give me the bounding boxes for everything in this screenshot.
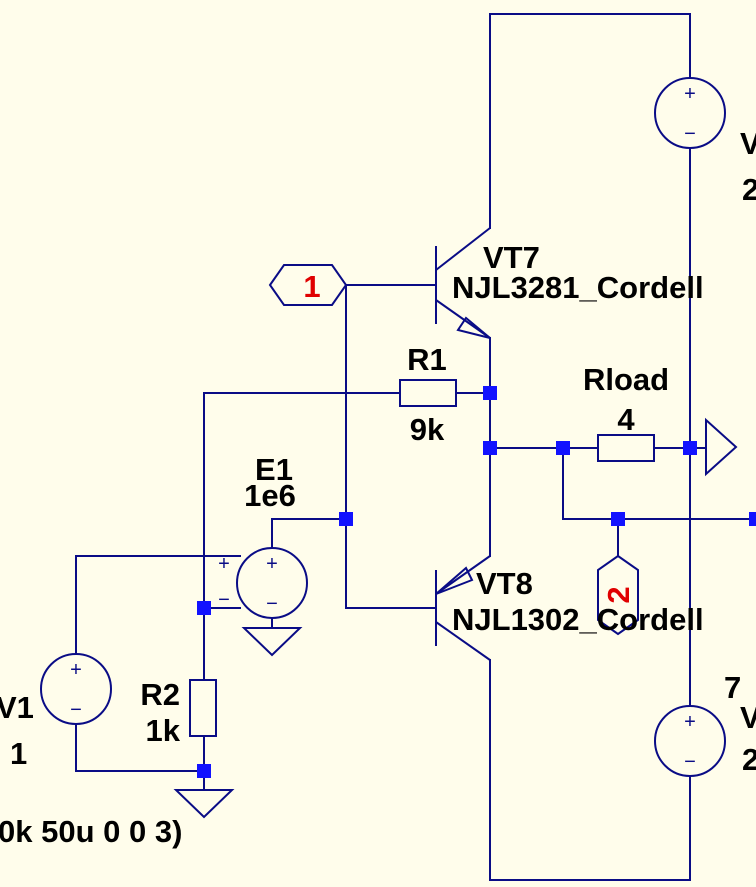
v1-name: V1 <box>0 690 34 725</box>
e1-value: 1e6 <box>244 478 296 513</box>
vt8-model: NJL1302_Cordell <box>452 602 704 637</box>
svg-text:+: + <box>70 659 82 681</box>
voltage-source-v-top[interactable]: + − <box>654 77 726 149</box>
voltage-source-v-bottom[interactable]: + − <box>654 705 726 777</box>
svg-text:−: − <box>684 751 696 773</box>
svg-text:−: − <box>684 123 696 145</box>
svg-text:−: − <box>70 699 82 721</box>
dependent-source-e1[interactable]: + − + − <box>218 547 308 619</box>
vt8-name: VT8 <box>476 566 533 601</box>
svg-text:+: + <box>684 711 696 733</box>
r1-value: 9k <box>410 412 445 447</box>
ground-icon <box>173 789 235 819</box>
svg-text:−: − <box>218 589 230 611</box>
svg-text:−: − <box>266 593 278 615</box>
rload-value: 4 <box>617 402 635 437</box>
v-top-name: V <box>740 126 756 161</box>
svg-text:+: + <box>218 553 230 575</box>
v-bottom-extra: 7 <box>724 670 741 705</box>
resistor-r1[interactable] <box>399 379 457 407</box>
transistor-vt7[interactable] <box>435 227 491 339</box>
v-bottom-name: V <box>740 700 756 735</box>
v-bottom-value: 2 <box>742 742 756 777</box>
r2-name: R2 <box>140 677 180 712</box>
v1-value: 1 <box>10 736 27 771</box>
voltage-source-v1[interactable]: + − <box>40 653 112 725</box>
ground-icon <box>705 417 738 477</box>
ground-icon <box>241 627 303 657</box>
rload-name: Rload <box>583 362 669 397</box>
svg-text:1: 1 <box>303 269 320 304</box>
v1-spec: 0k 50u 0 0 3) <box>0 814 182 849</box>
resistor-rload[interactable] <box>597 434 655 462</box>
r2-value: 1k <box>146 713 181 748</box>
transistor-vt8[interactable] <box>435 555 491 661</box>
v-top-value: 2 <box>742 172 756 207</box>
e1-name: E1 <box>255 452 293 487</box>
svg-text:+: + <box>266 553 278 575</box>
svg-text:2: 2 <box>601 586 636 603</box>
r1-name: R1 <box>407 342 447 377</box>
svg-text:+: + <box>684 83 696 105</box>
junction-nodes <box>197 386 756 778</box>
vt7-model: NJL3281_Cordell <box>452 270 704 305</box>
wires <box>75 13 756 881</box>
net-label-1[interactable]: 1 <box>268 264 348 306</box>
net-label-2[interactable]: 2 <box>597 554 639 636</box>
resistor-r2[interactable] <box>189 679 217 737</box>
vt7-name: VT7 <box>483 240 540 275</box>
